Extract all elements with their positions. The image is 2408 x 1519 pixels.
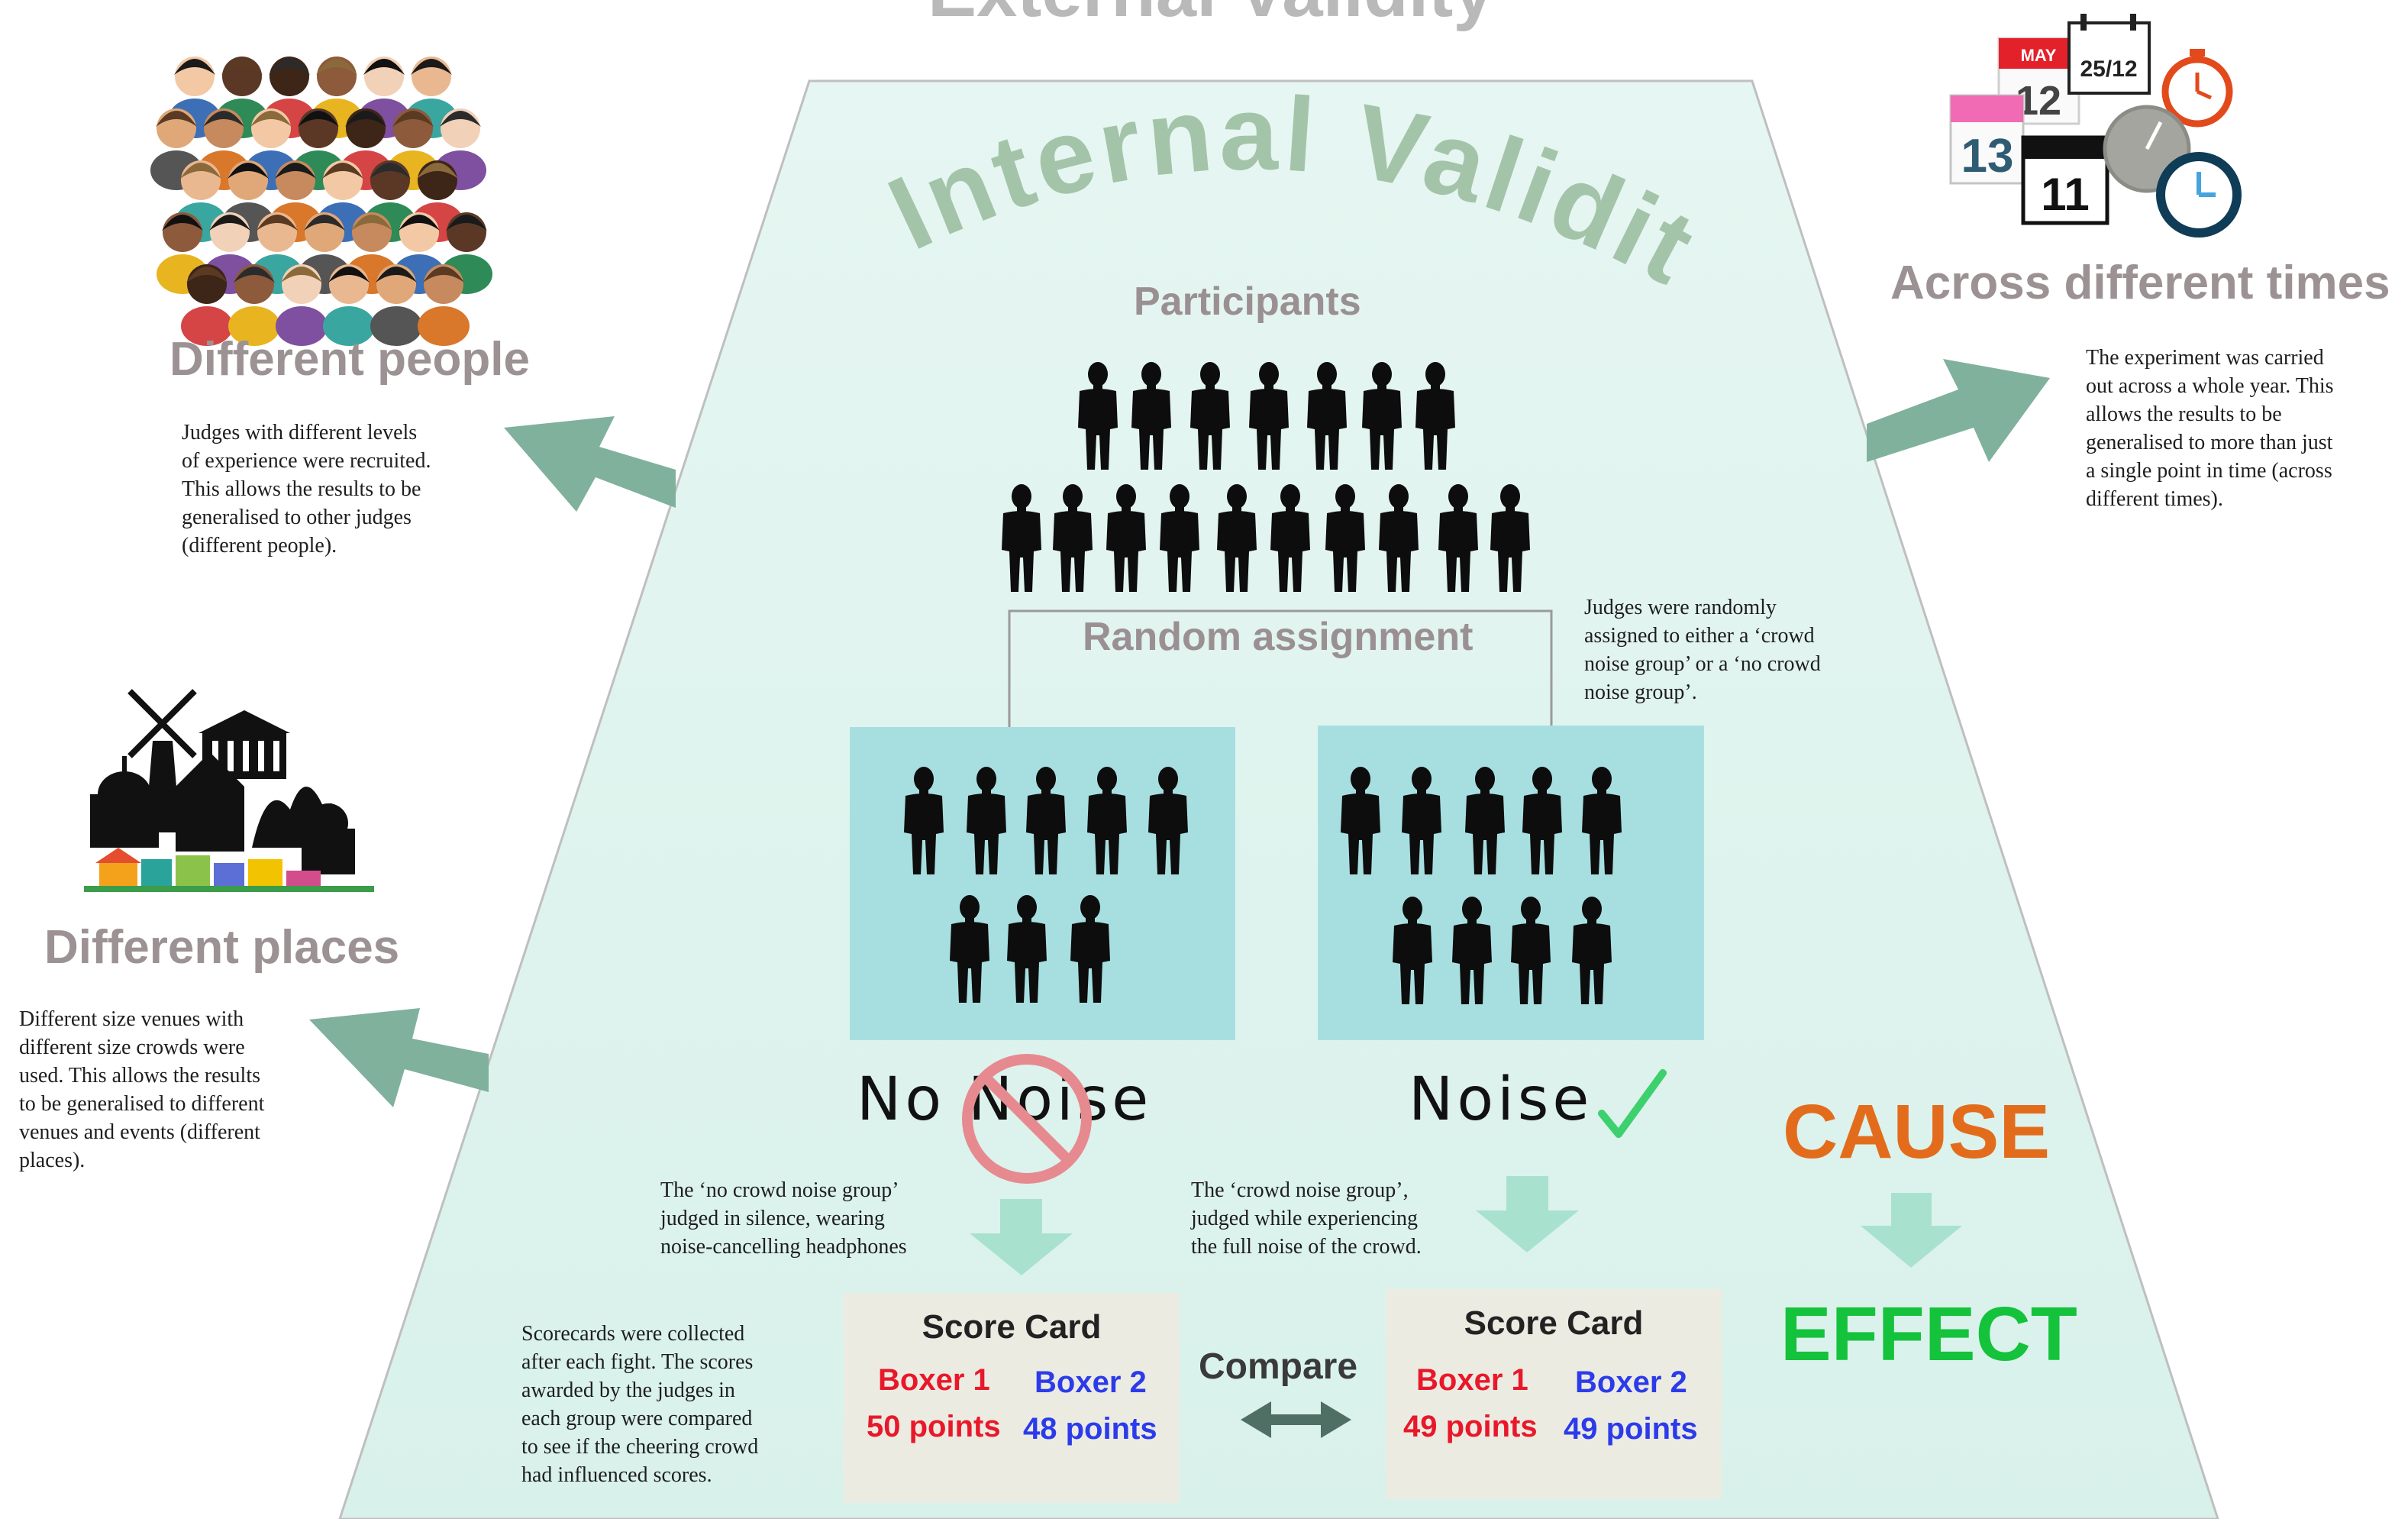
crowd-faces-icon [150, 57, 492, 346]
noise-label: Noise [1409, 1065, 1593, 1134]
different-places-heading: Different places [44, 921, 400, 974]
no-noise-score-card: Score Card Boxer 1 Boxer 2 50 points 48 … [844, 1293, 1180, 1503]
different-people-heading: Different people [169, 333, 530, 386]
down-arrow-no-noise [970, 1199, 1073, 1275]
compare-label: Compare [1199, 1346, 1358, 1387]
check-mark-icon [1598, 1069, 1667, 1138]
svg-text:11: 11 [2041, 169, 2089, 220]
score-card-title: Score Card [922, 1308, 1102, 1346]
down-arrow-cause-effect [1861, 1193, 1962, 1268]
random-assignment-label: Random assignment [1083, 615, 1474, 659]
boxer1-label: Boxer 1 [878, 1363, 990, 1397]
svg-text:25/12: 25/12 [2080, 57, 2137, 82]
boxer1-label: Boxer 1 [1416, 1363, 1528, 1397]
effect-label: EFFECT [1780, 1291, 2077, 1377]
random-assignment-note: Judges were randomly assigned to either … [1584, 596, 1821, 704]
calendars-clocks-icon: MAY 12 25/12 13 11 [1949, 14, 2242, 238]
external-validity-title: External Validity [928, 0, 1494, 34]
noise-group-box [1318, 726, 1704, 1040]
different-people-note: Judges with different levels of experien… [182, 421, 431, 558]
no-noise-note: The ‘no crowd noise group’ judged in sil… [660, 1178, 907, 1259]
boxer1-points: 50 points [867, 1410, 1001, 1443]
person-face [323, 264, 375, 346]
boxer2-label: Boxer 2 [1575, 1365, 1687, 1399]
cause-label: CAUSE [1783, 1089, 2051, 1175]
city-landmarks-icon [84, 689, 374, 892]
svg-text:13: 13 [1961, 130, 2014, 183]
arrow-to-people [504, 416, 676, 512]
different-places-note: Different size venues with different siz… [19, 1007, 265, 1172]
svg-text:MAY: MAY [2021, 46, 2057, 65]
person-face [181, 264, 233, 346]
boxer2-points: 49 points [1564, 1412, 1698, 1446]
compare-double-arrow [1241, 1401, 1351, 1438]
scorecards-note: Scorecards were collected after each fig… [521, 1322, 759, 1487]
arrow-to-places [309, 1008, 489, 1107]
person-face [418, 264, 470, 346]
noise-score-card: Score Card Boxer 1 Boxer 2 49 points 49 … [1386, 1289, 1722, 1499]
person-face [276, 264, 328, 346]
boxer1-points: 49 points [1403, 1410, 1538, 1443]
assignment-bracket [1008, 609, 1553, 729]
noise-note: The ‘crowd noise group’, judged while ex… [1191, 1178, 1422, 1259]
internal-validity-trapezoid [338, 79, 2219, 1519]
participants-label: Participants [1134, 280, 1361, 324]
boxer2-label: Boxer 2 [1035, 1365, 1147, 1399]
no-symbol-icon [962, 1054, 1092, 1184]
person-face [370, 264, 422, 346]
score-card-title: Score Card [1464, 1304, 1644, 1342]
across-different-times-heading: Across different times [1890, 257, 2390, 309]
down-arrow-noise [1476, 1176, 1579, 1252]
arrow-to-times [1867, 359, 2050, 462]
person-face [228, 264, 280, 346]
across-different-times-note: The experiment was carried out across a … [2086, 346, 2334, 511]
boxer2-points: 48 points [1023, 1412, 1157, 1446]
